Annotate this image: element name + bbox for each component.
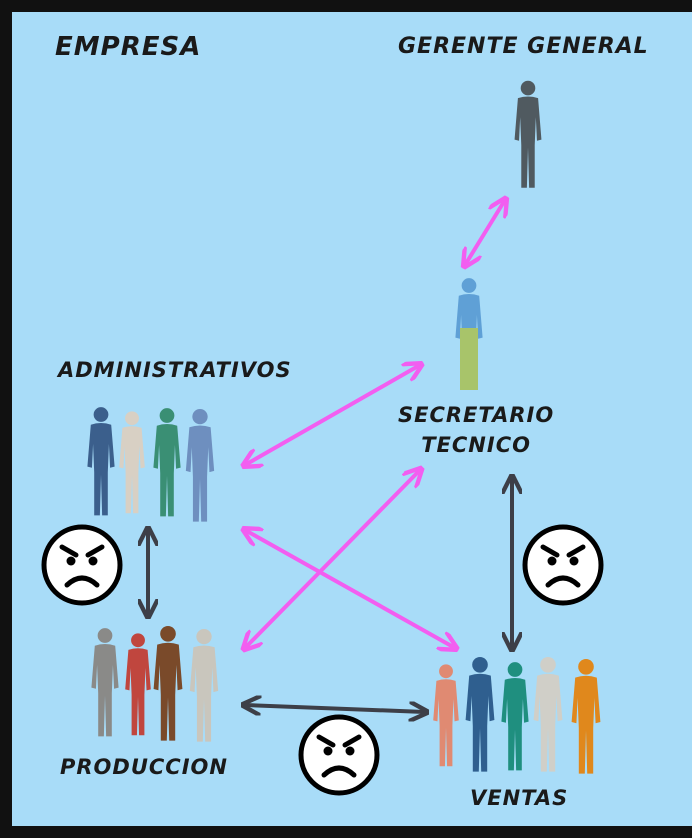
- secretario-label-line1: SECRETARIO: [398, 403, 555, 427]
- ventas-group-icon: [433, 657, 601, 774]
- produccion-group-icon: [91, 626, 219, 742]
- angry-face-icon: [522, 524, 604, 606]
- arrow-produccion-ventas: [245, 705, 425, 712]
- gerente-general-label: GERENTE GENERAL: [398, 34, 649, 59]
- administrativos-group-icon: [87, 407, 215, 522]
- secretario-label-line2: TECNICO: [421, 433, 531, 457]
- arrow-administrativos-ventas: [245, 530, 455, 648]
- arrow-secretario-administrativos: [245, 365, 420, 465]
- diagram-title: EMPRESA: [55, 32, 202, 62]
- arrow-secretario-produccion: [245, 470, 420, 648]
- secretario-tecnico-person-icon: [455, 278, 483, 390]
- secretario-tecnico-label: SECRETARIO TECNICO: [398, 400, 554, 460]
- arrow-gerente-secretario: [465, 200, 505, 265]
- produccion-label: PRODUCCION: [60, 755, 228, 779]
- angry-face-icon: [298, 714, 380, 796]
- gerente-general-person-icon: [514, 80, 542, 188]
- angry-face-icon: [41, 524, 123, 606]
- ventas-label: VENTAS: [470, 786, 569, 810]
- administrativos-label: ADMINISTRATIVOS: [58, 358, 292, 382]
